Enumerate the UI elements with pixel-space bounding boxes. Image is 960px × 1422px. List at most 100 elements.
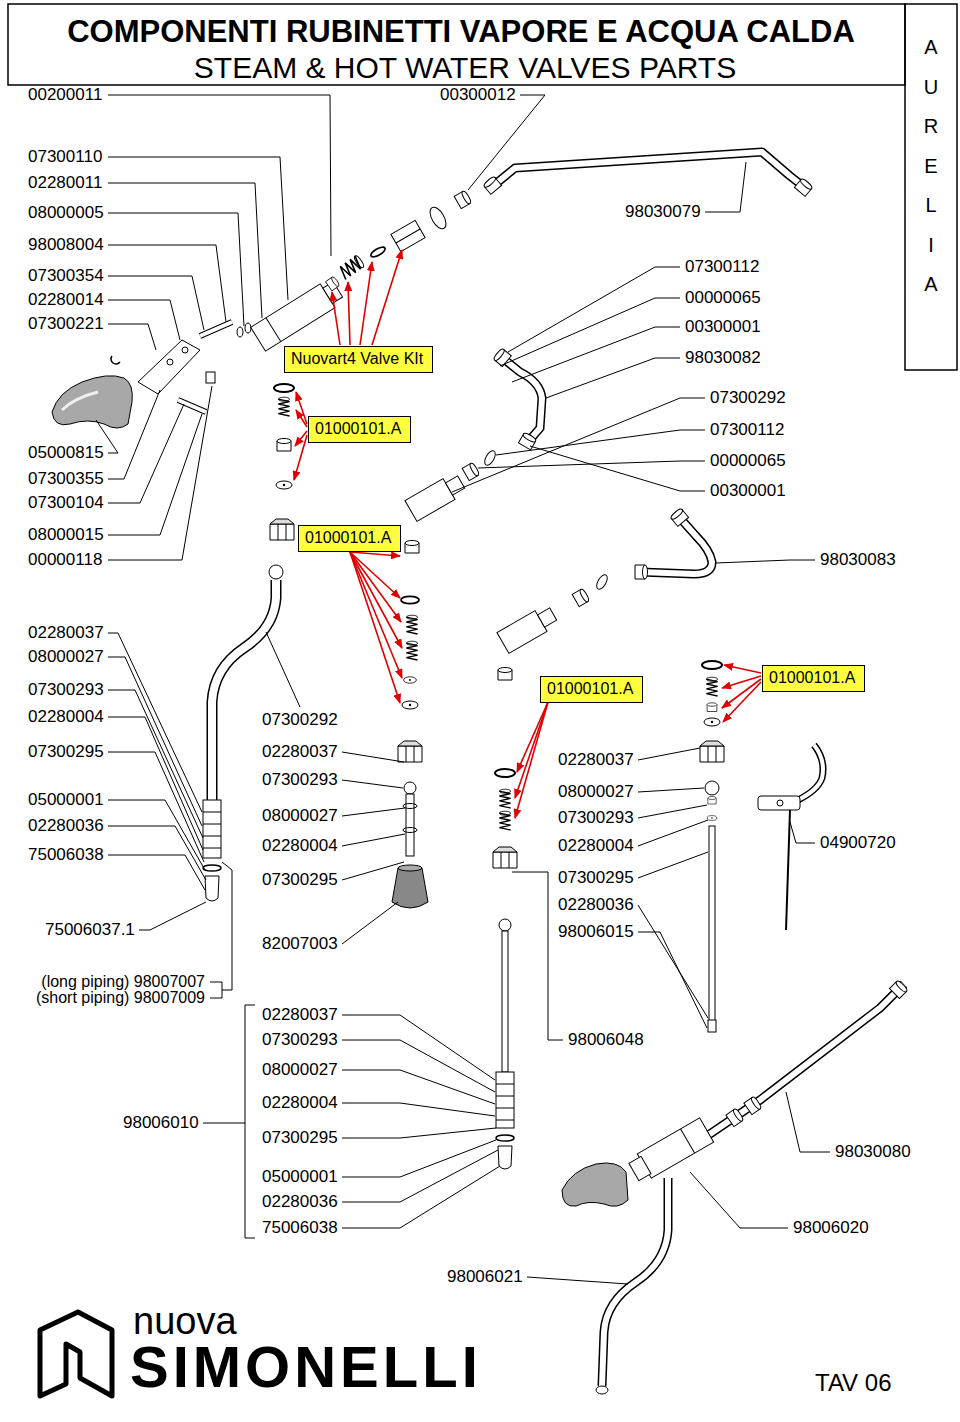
small-oring bbox=[237, 327, 243, 337]
tap-lever bbox=[52, 376, 132, 428]
pipe-outline bbox=[488, 152, 808, 190]
model-name: AURELIA bbox=[923, 28, 938, 305]
part-number: 02280036 bbox=[558, 895, 634, 915]
wand-tube bbox=[502, 931, 508, 1072]
kit-arrow bbox=[350, 552, 402, 648]
part-number: 07300295 bbox=[262, 1128, 338, 1148]
table-number: TAV 06 bbox=[815, 1369, 891, 1398]
part-number: 02280037 bbox=[28, 623, 104, 643]
part-number: 07300112 bbox=[685, 257, 759, 277]
kit-code: 01000101.A bbox=[769, 668, 858, 688]
part-number: 08000027 bbox=[558, 782, 634, 802]
pipe-nut bbox=[744, 1096, 762, 1115]
subtitle: STEAM & HOT WATER VALVES PARTS bbox=[194, 50, 736, 86]
pipe-outline bbox=[704, 984, 904, 1138]
screw bbox=[206, 372, 215, 383]
kit-code: Nuovart4 Valve KIt bbox=[291, 349, 426, 369]
part-number: 05000001 bbox=[28, 790, 104, 810]
part-number: 00000065 bbox=[710, 451, 786, 471]
kit-arrow bbox=[332, 292, 340, 345]
oring bbox=[274, 384, 294, 392]
gasket bbox=[704, 718, 720, 726]
kit-code: 01000101.A bbox=[315, 419, 404, 439]
hex-nipple bbox=[497, 604, 559, 654]
wand-rod bbox=[786, 810, 790, 930]
spring bbox=[278, 397, 289, 416]
kit-arrow bbox=[722, 676, 761, 688]
lever-highlight bbox=[62, 392, 98, 410]
stem bbox=[200, 322, 232, 336]
pipe-nut bbox=[794, 178, 813, 197]
spring bbox=[499, 811, 510, 830]
hot-water-wand bbox=[798, 745, 823, 800]
oring bbox=[203, 865, 221, 871]
part-number: 05000001 bbox=[262, 1167, 338, 1187]
part-number: 07300354 bbox=[28, 266, 104, 286]
part-number: 07300112 bbox=[710, 420, 784, 440]
cover-top bbox=[398, 865, 422, 871]
valve-seat bbox=[707, 703, 717, 712]
spring bbox=[499, 789, 510, 808]
valve-spring bbox=[338, 255, 365, 280]
part-number: 07300295 bbox=[262, 870, 338, 890]
hex-nut bbox=[493, 847, 517, 868]
kit-code: 01000101.A bbox=[305, 528, 394, 548]
valve-seat bbox=[326, 276, 341, 291]
oring bbox=[495, 769, 515, 777]
hex-nipple bbox=[405, 472, 467, 522]
part-number: 07300293 bbox=[558, 808, 634, 828]
part-number: 02280004 bbox=[558, 836, 634, 856]
part-number: 75006038 bbox=[262, 1218, 338, 1238]
part-number: 98006021 bbox=[447, 1267, 523, 1287]
pipe-nut bbox=[483, 176, 502, 195]
valve-cap bbox=[405, 541, 419, 554]
pipe-nut bbox=[890, 980, 909, 999]
ball-joint bbox=[499, 919, 511, 931]
part-number: 02280004 bbox=[262, 836, 338, 856]
kit-box: 01000101.A bbox=[762, 665, 865, 692]
oring bbox=[702, 661, 722, 669]
valve-cap bbox=[498, 668, 512, 681]
part-number: 00300012 bbox=[440, 85, 516, 105]
wand-outline bbox=[212, 580, 276, 800]
part-number: 00000065 bbox=[685, 288, 761, 308]
pipe bbox=[704, 984, 904, 1138]
part-number: 02280036 bbox=[262, 1192, 338, 1212]
nut bbox=[462, 462, 480, 480]
tap-body bbox=[627, 1118, 714, 1184]
nut bbox=[454, 190, 472, 208]
kit-arrows bbox=[294, 250, 761, 818]
pin-outline bbox=[178, 400, 206, 412]
part-number: 07300292 bbox=[262, 710, 338, 730]
wand-pipe bbox=[212, 580, 276, 800]
part-number: (short piping) 98007009 bbox=[36, 988, 205, 1007]
ball-joint bbox=[404, 782, 416, 794]
part-number: 02280037 bbox=[262, 742, 338, 762]
pipe-nut bbox=[635, 565, 648, 579]
part-number: 07300355 bbox=[28, 469, 104, 489]
hex-nipple bbox=[391, 220, 425, 251]
fitting-bands bbox=[496, 1084, 514, 1120]
title-frame bbox=[8, 4, 905, 85]
part-number: 00300001 bbox=[710, 481, 786, 501]
nut bbox=[572, 588, 590, 606]
part-number: 07300295 bbox=[558, 868, 634, 888]
leader-lines bbox=[96, 95, 830, 1284]
bracket-hole bbox=[167, 359, 173, 365]
wand-tip bbox=[708, 1020, 716, 1032]
part-number: 05000815 bbox=[28, 443, 104, 463]
pipe-outline bbox=[602, 1178, 668, 1386]
part-number: 08000027 bbox=[28, 647, 104, 667]
part-number: 82007003 bbox=[262, 934, 338, 954]
part-number: 00300001 bbox=[685, 317, 761, 337]
pipe bbox=[500, 356, 542, 442]
wand-body bbox=[758, 796, 800, 810]
pipe-nut bbox=[726, 1108, 744, 1127]
part-number: 04900720 bbox=[820, 833, 896, 853]
part-number: 02280037 bbox=[558, 750, 634, 770]
hot-water-pipe bbox=[602, 1178, 668, 1386]
bracket-hole bbox=[182, 347, 188, 353]
model-strip-frame bbox=[905, 4, 957, 370]
